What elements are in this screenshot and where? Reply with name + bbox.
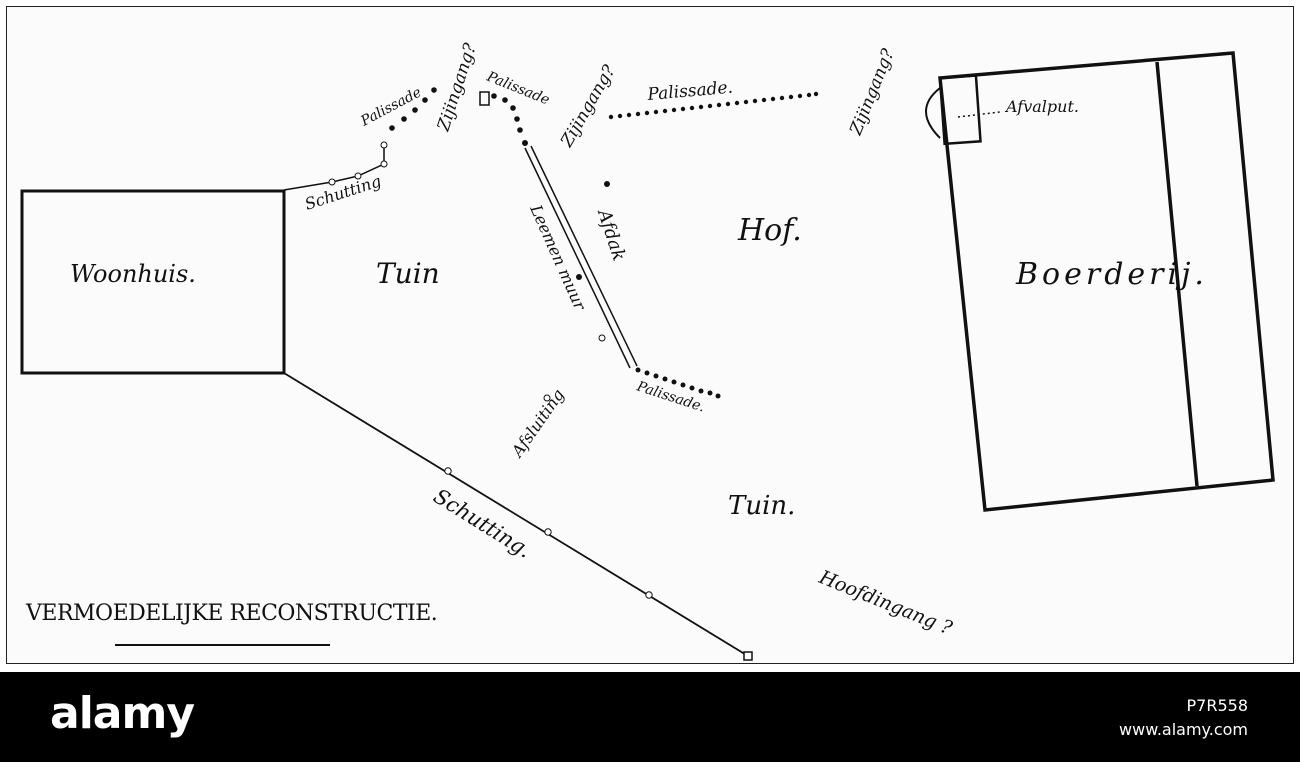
palissade-4-label: Palissade. xyxy=(634,378,707,415)
afvalput-label: Afvalput. xyxy=(1004,97,1079,116)
palissade-2-dots xyxy=(491,93,528,146)
afdak-post xyxy=(598,334,606,342)
palissade-1-label: Palissade xyxy=(357,84,424,130)
palissade-4-dots xyxy=(635,367,721,399)
afvalput-pointer xyxy=(957,111,1001,118)
schutting-post xyxy=(444,467,452,475)
reconstruction-diagram: Woonhuis. Afvalput. Boerderij. Schutting… xyxy=(20,40,1275,661)
palissade-1-dots xyxy=(389,87,437,131)
boerderij-inner-wall xyxy=(1155,61,1199,487)
afvalput-apse xyxy=(925,87,941,139)
diagram-frame xyxy=(6,6,1294,664)
palissade-2-label: Palissade xyxy=(484,68,552,108)
palissade-3-label: Palissade. xyxy=(646,78,734,105)
image-credit: P7R558 www.alamy.com xyxy=(1119,694,1248,742)
schutting-bottom-label: Schutting. xyxy=(429,484,535,563)
alamy-logo: alamy xyxy=(50,688,195,739)
schutting-post xyxy=(354,172,362,180)
tuin-bottom-label: Tuin. xyxy=(728,491,795,521)
afdak-post xyxy=(576,274,582,280)
tuin-left-label: Tuin xyxy=(376,257,440,290)
schutting-bottom-line xyxy=(283,372,749,657)
schutting-post xyxy=(380,141,388,149)
afvalput-pit xyxy=(938,74,982,146)
palissade-3-dots xyxy=(608,91,819,120)
afsluiting-post xyxy=(543,394,551,402)
schutting-top-label: Schutting xyxy=(302,171,383,214)
zijingang-3-label: Zijingang? xyxy=(846,45,899,138)
schutting-post xyxy=(380,160,388,168)
palissade-2-post xyxy=(479,91,490,106)
schutting-post xyxy=(544,528,552,536)
hof-label: Hof. xyxy=(737,213,802,248)
afdak-label: Afdak xyxy=(593,205,630,263)
hoofdingang-label: Hoofdingang ? xyxy=(815,566,956,640)
leemen-muur-wall-a xyxy=(524,147,631,369)
schutting-end-post xyxy=(743,651,753,661)
leemen-muur-wall-b xyxy=(530,145,638,367)
image-id: P7R558 xyxy=(1186,696,1248,715)
schutting-post xyxy=(328,178,336,186)
boerderij-building xyxy=(938,51,1275,512)
woonhuis-label: Woonhuis. xyxy=(70,260,196,288)
afsluiting-label: Afsluiting xyxy=(507,385,568,461)
zijingang-1-label: Zijingang? xyxy=(433,40,481,134)
schutting-post xyxy=(645,591,653,599)
woonhuis-building xyxy=(20,189,286,375)
site-url: www.alamy.com xyxy=(1119,720,1248,739)
boerderij-label: Boerderij. xyxy=(1015,257,1208,292)
zijingang-2-label: Zijingang? xyxy=(557,61,621,151)
diagram-title: VERMOEDELIJKE RECONSTRUCTIE. xyxy=(25,601,437,626)
watermark-bar: alamy P7R558 www.alamy.com xyxy=(0,672,1300,762)
afdak-post xyxy=(604,181,610,187)
